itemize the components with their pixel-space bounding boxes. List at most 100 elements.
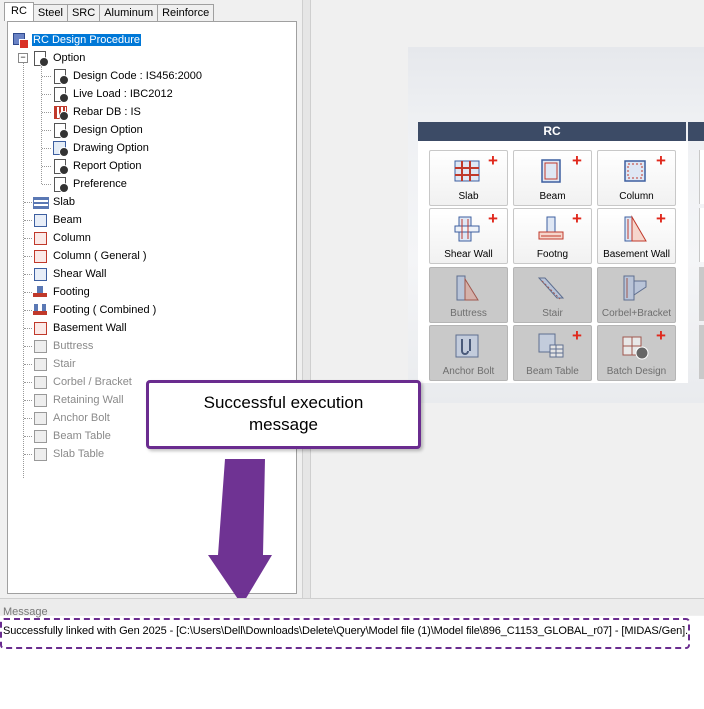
basement-wall-icon <box>32 320 48 336</box>
tree-stair[interactable]: Stair <box>32 355 77 373</box>
report-option-icon <box>52 158 69 175</box>
slab-tile[interactable]: + Slab <box>429 150 508 206</box>
stair-tile[interactable]: Stair <box>513 267 592 323</box>
tree-shear-wall[interactable]: Shear Wall <box>32 265 107 283</box>
add-plus-icon: + <box>572 326 582 345</box>
shear-wall-tile-icon <box>454 216 480 242</box>
tree-live-load[interactable]: Live Load : IBC2012 <box>52 85 174 103</box>
tree-shear-wall-label: Shear Wall <box>53 268 107 280</box>
footing-tile[interactable]: + Footng <box>513 208 592 264</box>
tab-aluminum[interactable]: Aluminum <box>99 4 159 21</box>
add-plus-icon: + <box>656 209 666 228</box>
tree-root-label: RC Design Procedure <box>32 34 141 46</box>
tree-report-option[interactable]: Report Option <box>52 157 142 175</box>
tree-preference[interactable]: Preference <box>52 175 128 193</box>
partial-tile <box>699 150 704 204</box>
live-load-icon <box>52 86 69 103</box>
tree-basement-wall[interactable]: Basement Wall <box>32 319 128 337</box>
tree-column-general-label: Column ( General ) <box>53 250 147 262</box>
shear-wall-icon <box>32 266 48 282</box>
tree-slab-label: Slab <box>53 196 76 208</box>
stair-tile-label: Stair <box>542 308 563 319</box>
beam-table-tile-icon <box>538 333 564 358</box>
tree-option-label: Option <box>53 52 86 64</box>
message-highlight-box <box>0 618 690 649</box>
buttress-tile[interactable]: Buttress <box>429 267 508 323</box>
tree-drawing-option-label: Drawing Option <box>73 142 149 154</box>
stair-icon <box>32 356 48 372</box>
tree-beam-table[interactable]: Beam Table <box>32 427 112 445</box>
tree-design-option[interactable]: Design Option <box>52 121 144 139</box>
rebar-db-icon <box>52 104 69 121</box>
rc-panel-header: RC <box>418 122 686 141</box>
footing-combined-icon <box>32 302 48 318</box>
tree-slab-table[interactable]: Slab Table <box>32 445 105 463</box>
tree-corbel-bracket[interactable]: Corbel / Bracket <box>32 373 133 391</box>
column-tile[interactable]: + Column <box>597 150 676 206</box>
callout-line-1: Successful execution <box>203 393 364 412</box>
tree-beam-table-label: Beam Table <box>53 430 111 442</box>
tree-footing-combined[interactable]: Footing ( Combined ) <box>32 301 157 319</box>
tab-steel[interactable]: Steel <box>32 4 68 21</box>
drawing-option-icon <box>52 140 69 157</box>
slab-tile-label: Slab <box>458 191 479 202</box>
option-settings-icon <box>32 50 49 67</box>
beam-table-icon <box>32 428 48 444</box>
tree-basement-wall-label: Basement Wall <box>53 322 127 334</box>
next-panel-header <box>688 122 704 141</box>
tree-column[interactable]: Column <box>32 229 92 247</box>
option-collapse-toggle[interactable]: − <box>18 53 28 63</box>
batch-design-tile[interactable]: + Batch Design <box>597 325 676 381</box>
tree-slab-table-label: Slab Table <box>53 448 105 460</box>
tree-anchor-bolt[interactable]: Anchor Bolt <box>32 409 111 427</box>
tree-design-code[interactable]: Design Code : IS456:2000 <box>52 67 203 85</box>
tree-retaining-wall[interactable]: Retaining Wall <box>32 391 125 409</box>
beam-table-tile-label: Beam Table <box>526 366 579 377</box>
partial-tile <box>699 267 704 321</box>
shear-wall-tile[interactable]: + Shear Wall <box>429 208 508 264</box>
tree-footing[interactable]: Footing <box>32 283 91 301</box>
tree-design-option-label: Design Option <box>73 124 143 136</box>
anchor-bolt-tile[interactable]: Anchor Bolt <box>429 325 508 381</box>
slab-icon <box>32 194 49 210</box>
message-area <box>0 616 704 709</box>
beam-tile[interactable]: + Beam <box>513 150 592 206</box>
tree-drawing-option[interactable]: Drawing Option <box>52 139 150 157</box>
anchor-bolt-tile-label: Anchor Bolt <box>442 366 495 377</box>
column-general-icon <box>32 248 48 264</box>
add-plus-icon: + <box>488 151 498 170</box>
tab-src[interactable]: SRC <box>66 4 101 21</box>
tree-anchor-bolt-label: Anchor Bolt <box>53 412 110 424</box>
corbel-bracket-tile[interactable]: Corbel+Bracket <box>597 267 676 323</box>
panel-splitter[interactable] <box>302 0 311 598</box>
buttress-tile-label: Buttress <box>450 308 487 319</box>
slab-table-icon <box>32 446 48 462</box>
tree-report-option-label: Report Option <box>73 160 142 172</box>
tree-slab[interactable]: Slab <box>32 193 76 211</box>
down-arrow-icon <box>208 459 272 605</box>
message-title: Message <box>3 606 48 618</box>
tree-column-general[interactable]: Column ( General ) <box>32 247 148 265</box>
tab-rc[interactable]: RC <box>4 2 34 21</box>
add-plus-icon: + <box>572 151 582 170</box>
partial-tile <box>699 208 704 262</box>
tree-retaining-wall-label: Retaining Wall <box>53 394 124 406</box>
basement-wall-tile[interactable]: + Basement Wall <box>597 208 676 264</box>
tree-footing-label: Footing <box>53 286 90 298</box>
tree-footing-combined-label: Footing ( Combined ) <box>53 304 157 316</box>
column-icon <box>32 230 48 246</box>
column-tile-label: Column <box>619 191 654 202</box>
tree-root[interactable]: RC Design Procedure <box>12 31 141 49</box>
tree-corbel-bracket-label: Corbel / Bracket <box>53 376 132 388</box>
tab-reinforce[interactable]: Reinforce <box>157 4 215 21</box>
design-option-icon <box>52 122 69 139</box>
tree-buttress[interactable]: Buttress <box>32 337 94 355</box>
stair-tile-icon <box>537 277 565 300</box>
corbel-bracket-tile-icon <box>623 275 647 301</box>
tree-rebar-db[interactable]: Rebar DB : IS <box>52 103 142 121</box>
partial-tile <box>699 325 704 379</box>
tree-beam[interactable]: Beam <box>32 211 83 229</box>
tree-option[interactable]: Option <box>32 49 86 67</box>
beam-table-tile[interactable]: + Beam Table <box>513 325 592 381</box>
basement-wall-tile-label: Basement Wall <box>603 249 670 260</box>
